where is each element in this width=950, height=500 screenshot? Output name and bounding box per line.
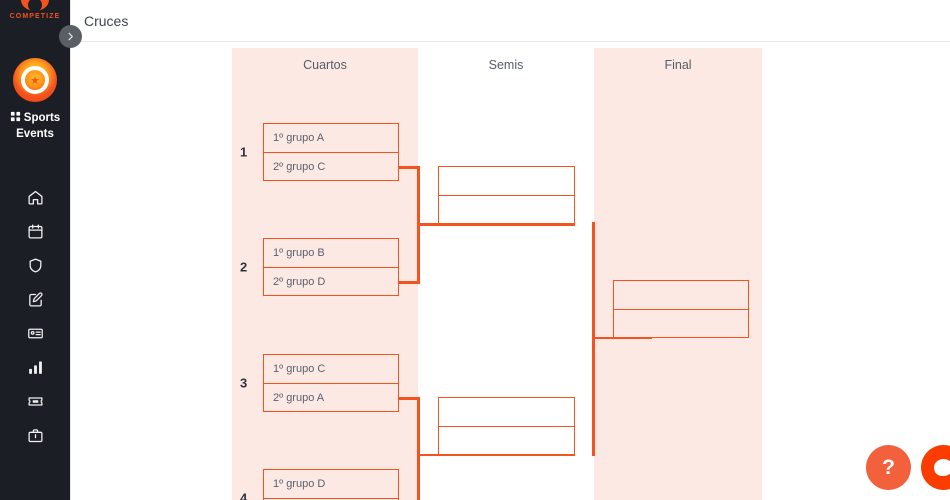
match-slot-home[interactable]: 1º grupo D [263, 469, 399, 498]
event-title-line2: Events [16, 128, 54, 140]
help-button[interactable]: ? [866, 445, 911, 490]
avatar-ring: ★ [21, 66, 49, 94]
connector-qf3-horizontal [398, 397, 420, 400]
pencil-square-icon [28, 291, 43, 307]
brand-header[interactable]: COMPETIZE [0, 0, 70, 36]
round-header-semis: Semis [488, 58, 524, 72]
match-number: 3 [240, 375, 248, 391]
shield-icon [29, 257, 41, 273]
sidebar-collapse-button[interactable] [59, 25, 82, 48]
match-slot-away[interactable]: 2º grupo C [263, 152, 399, 181]
match-slot-home[interactable] [613, 280, 749, 309]
match-final[interactable] [613, 280, 749, 338]
match-quarterfinal-3[interactable]: 3 1º grupo C 2º grupo A [240, 354, 399, 412]
match-slot-away[interactable]: 2º grupo D [263, 267, 399, 296]
calendar-icon [27, 223, 43, 239]
brand-wordmark: COMPETIZE [9, 13, 61, 20]
match-slot-home[interactable]: 1º grupo B [263, 238, 399, 267]
match-slot-home[interactable]: 1º grupo C [263, 354, 399, 383]
bracket-scroll-area[interactable]: Cuartos Semis Final [71, 42, 950, 500]
sidebar-item-statistics[interactable] [0, 350, 70, 384]
round-column-semis: Semis [418, 48, 594, 500]
match-semifinal-2[interactable] [438, 397, 575, 455]
help-question-icon: ? [882, 455, 895, 479]
round-column-final: Final [594, 48, 762, 500]
page-header: Cruces [71, 0, 950, 42]
match-quarterfinal-4[interactable]: 4 1º grupo D 2º grupo B [240, 469, 399, 500]
match-slot-home[interactable] [438, 166, 575, 195]
bar-chart-icon [28, 360, 42, 374]
match-semifinal-1[interactable] [438, 166, 575, 224]
medal-icon: ★ [25, 70, 45, 90]
competize-logo-icon [21, 0, 49, 12]
connector-trunk-semis [592, 222, 595, 456]
match-number: 4 [240, 490, 248, 500]
sidebar-item-calendar[interactable] [0, 214, 70, 248]
match-slot-away[interactable]: 2º grupo B [263, 498, 399, 500]
grid-squares-icon [10, 111, 21, 127]
match-slot-away[interactable] [438, 195, 575, 224]
match-slot-away[interactable]: 2º grupo A [263, 383, 399, 412]
sidebar-item-edit[interactable] [0, 282, 70, 316]
match-slot-home[interactable]: 1º grupo A [263, 123, 399, 152]
briefcase-icon [27, 428, 43, 442]
chevron-right-icon [68, 32, 73, 41]
event-title-line1: Sports [23, 112, 61, 124]
match-number: 1 [240, 144, 248, 160]
chat-button[interactable] [921, 445, 950, 490]
id-card-icon [27, 328, 43, 338]
sidebar-item-competitions[interactable] [0, 248, 70, 282]
sidebar-item-tickets[interactable] [0, 384, 70, 418]
chat-bubble-icon [934, 459, 950, 476]
match-slot-home[interactable] [438, 397, 575, 426]
round-header-final: Final [664, 58, 692, 72]
sidebar-nav [0, 180, 70, 452]
match-quarterfinal-1[interactable]: 1 1º grupo A 2º grupo C [240, 123, 399, 181]
left-sidebar: COMPETIZE ★ Sports Events [0, 0, 82, 500]
match-quarterfinal-2[interactable]: 2 1º grupo B 2º grupo D [240, 238, 399, 296]
connector-qf1-horizontal [398, 166, 420, 169]
connector-to-semi1 [417, 223, 575, 226]
sidebar-item-credentials[interactable] [0, 316, 70, 350]
match-slot-away[interactable] [438, 426, 575, 455]
match-slot-away[interactable] [613, 309, 749, 338]
event-name[interactable]: Sports Events [0, 111, 70, 142]
home-icon [27, 190, 43, 205]
event-avatar[interactable]: ★ [13, 58, 57, 102]
match-number: 2 [240, 259, 248, 275]
bracket-canvas: Cuartos Semis Final [71, 42, 920, 500]
connector-qf2-horizontal [398, 281, 420, 284]
round-header-cuartos: Cuartos [303, 58, 347, 72]
connector-trunk-lower-quarters [417, 397, 420, 500]
sidebar-item-business[interactable] [0, 418, 70, 452]
main-content: Cruces Cuartos Semis Final [70, 0, 950, 500]
sidebar-item-home[interactable] [0, 180, 70, 214]
page-title: Cruces [84, 12, 129, 29]
ticket-icon [27, 396, 43, 406]
